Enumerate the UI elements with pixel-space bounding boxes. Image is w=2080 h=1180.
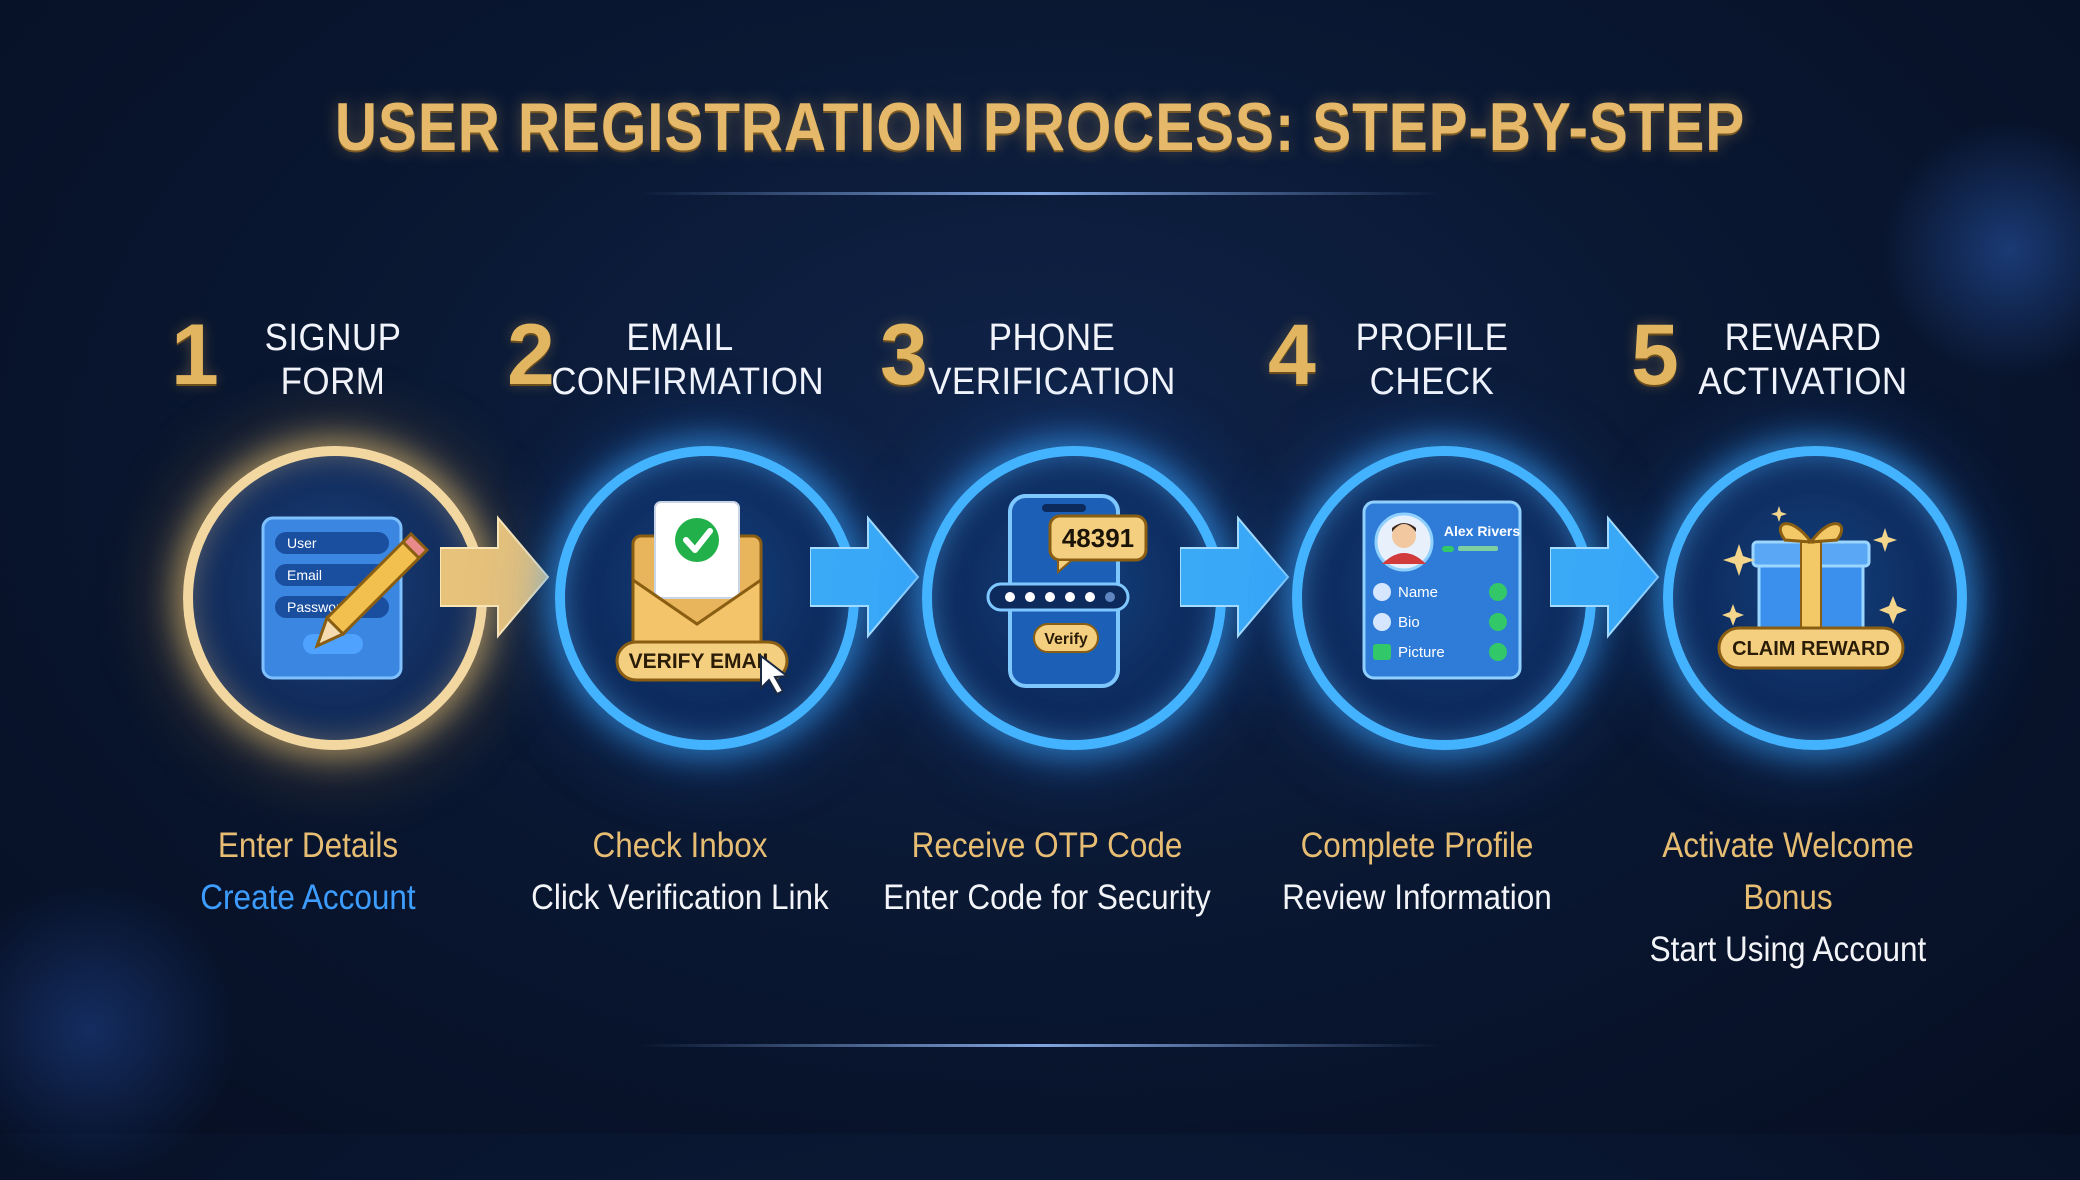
step-header: 1 SIGNUP FORM	[123, 300, 493, 410]
step-number: 5	[1631, 307, 1679, 403]
diagram-title: USER REGISTRATION PROCESS: STEP-BY-STEP	[334, 89, 1746, 165]
step-number: 4	[1268, 307, 1316, 403]
svg-text:Bio: Bio	[1398, 614, 1420, 631]
arrow-blue	[810, 515, 920, 639]
step-header: 3 PHONE VERIFICATION	[862, 300, 1232, 410]
bottom-divider	[640, 1044, 1440, 1047]
profile-row-bio: Bio	[1373, 613, 1507, 631]
profile-row-name: Name	[1373, 583, 1507, 601]
step-desc-primary: Check Inbox	[592, 826, 768, 865]
step-header: 2 EMAIL CONFIRMATION	[495, 300, 865, 410]
profile-name: Alex Rivers	[1444, 523, 1520, 539]
form-field-email: Email	[287, 567, 322, 583]
step-description: Receive OTP Code Enter Code for Security	[862, 820, 1232, 924]
step-title-line: FORM	[280, 361, 386, 403]
step-title-line: VERIFICATION	[928, 361, 1176, 403]
step-header: 4 PROFILE CHECK	[1232, 300, 1602, 410]
step-4: 4 PROFILE CHECK Alex Rivers Name Bio	[1232, 300, 1602, 917]
step-title-line: CHECK	[1369, 361, 1495, 403]
claim-reward-button[interactable]: CLAIM REWARD	[1732, 638, 1890, 660]
step-5: 5 REWARD ACTIVATION CLAIM REWARD Activat…	[1603, 300, 1973, 969]
step-title-line: CONFIRMATION	[551, 361, 825, 403]
step-3: 3 PHONE VERIFICATION 48391 Verify Receiv…	[862, 300, 1232, 917]
sparkle-icon	[1722, 506, 1907, 626]
svg-text:Name: Name	[1398, 584, 1438, 601]
step-desc-primary: Complete Profile	[1300, 826, 1534, 865]
step-title: PROFILE CHECK	[1322, 316, 1543, 404]
step-title-line: SIGNUP	[264, 317, 402, 359]
step-title: SIGNUP FORM	[232, 316, 434, 404]
step-1: 1 SIGNUP FORM User Email Password Enter …	[123, 300, 493, 917]
checkmark-icon	[675, 518, 719, 562]
step-title: EMAIL CONFIRMATION	[551, 316, 825, 404]
signup-form-icon: User Email Password	[261, 516, 430, 680]
otp-code: 48391	[1062, 523, 1134, 553]
step-header: 5 REWARD ACTIVATION	[1603, 300, 1973, 410]
profile-check-circle: Alex Rivers Name Bio Picture	[1292, 446, 1596, 750]
create-account-link[interactable]: Create Account	[200, 878, 416, 917]
step-description: Check Inbox Click Verification Link	[495, 820, 865, 924]
step-title-line: REWARD	[1724, 317, 1882, 359]
step-title: REWARD ACTIVATION	[1688, 316, 1918, 404]
step-title: PHONE VERIFICATION	[928, 316, 1176, 404]
step-number: 2	[507, 307, 555, 403]
step-desc-primary: Receive OTP Code	[911, 826, 1183, 865]
svg-text:Picture: Picture	[1398, 644, 1445, 661]
step-description: Complete Profile Review Information	[1232, 820, 1602, 924]
phone-icon: 48391 Verify	[986, 494, 1148, 688]
verify-email-button[interactable]: VERIFY EMAIL	[629, 650, 776, 673]
step-title-line: PHONE	[988, 317, 1116, 359]
step-desc-secondary: Start Using Account	[1649, 930, 1927, 969]
step-description: Enter Details Create Account	[123, 820, 493, 924]
step-title-line: EMAIL	[626, 317, 734, 359]
step-desc-secondary: Review Information	[1282, 878, 1552, 917]
signup-form-circle: User Email Password	[183, 446, 487, 750]
cursor-icon	[760, 653, 790, 696]
arrow-gold	[440, 515, 550, 639]
verify-button[interactable]: Verify	[1044, 631, 1088, 648]
step-title-line: PROFILE	[1355, 317, 1509, 359]
email-confirmation-circle: VERIFY EMAIL	[555, 446, 859, 750]
step-number: 3	[880, 307, 928, 403]
envelope-icon: VERIFY EMAIL	[615, 501, 790, 696]
step-description: Activate Welcome Bonus Start Using Accou…	[1603, 820, 1973, 976]
step-desc-primary: Enter Details	[217, 826, 399, 865]
arrow-blue	[1180, 515, 1290, 639]
step-2: 2 EMAIL CONFIRMATION VERIFY EMAIL Check …	[495, 300, 865, 917]
profile-card-icon: Alex Rivers Name Bio Picture	[1362, 500, 1522, 680]
profile-row-picture: Picture	[1373, 643, 1507, 661]
gift-icon: CLAIM REWARD	[1717, 506, 1907, 670]
step-desc-secondary: Click Verification Link	[531, 878, 829, 917]
step-number: 1	[171, 307, 219, 403]
background-glow	[0, 880, 240, 1180]
step-desc-primary: Activate Welcome Bonus	[1662, 826, 1914, 917]
title-divider	[640, 192, 1440, 195]
step-title-line: ACTIVATION	[1698, 361, 1908, 403]
arrow-blue	[1550, 515, 1660, 639]
form-field-user: User	[287, 535, 317, 551]
reward-activation-circle: CLAIM REWARD	[1663, 446, 1967, 750]
step-desc-secondary: Enter Code for Security	[883, 878, 1211, 917]
pencil-icon	[314, 531, 430, 649]
